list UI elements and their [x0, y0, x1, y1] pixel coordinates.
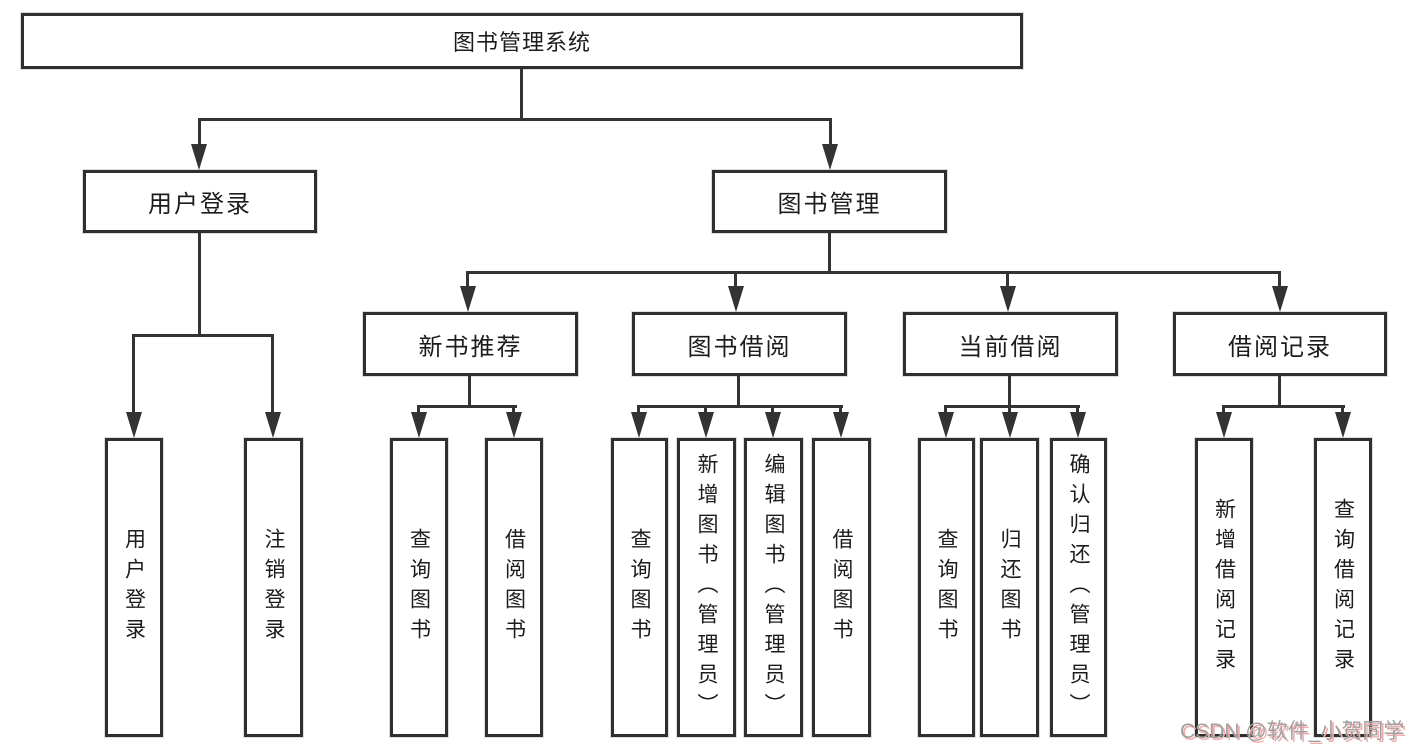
leaf-current-confirm-return-admin-label: 确认归还（管理员） — [1067, 452, 1090, 723]
connector-line — [1278, 376, 1281, 407]
leaf-borrow-add-books-admin-label: 新增图书（管理员） — [695, 452, 718, 723]
arrow-down-icon — [1216, 412, 1232, 438]
connector-line — [198, 118, 832, 121]
connector-line — [944, 405, 947, 415]
node-book-borrow: 图书借阅 — [632, 312, 847, 376]
arrow-down-icon — [728, 286, 744, 312]
leaf-records-add-record-label: 新增借阅记录 — [1212, 497, 1236, 678]
csdn-watermark: CSDN @软件_小贺同学 — [1180, 720, 1405, 743]
node-borrow-records: 借阅记录 — [1173, 312, 1387, 376]
node-book-management: 图书管理 — [712, 170, 947, 233]
leaf-logout: 注销登录 — [244, 438, 303, 737]
connector-line — [466, 271, 469, 289]
connector-line — [1278, 271, 1281, 289]
connector-line — [132, 334, 135, 414]
connector-line — [271, 334, 274, 414]
arrow-down-icon — [460, 286, 476, 312]
connector-line — [520, 69, 523, 120]
connector-line — [944, 405, 1080, 408]
node-current-borrow: 当前借阅 — [903, 312, 1118, 376]
arrow-down-icon — [265, 412, 281, 438]
leaf-borrow-add-books-admin: 新增图书（管理员） — [677, 438, 736, 737]
arrow-down-icon — [1002, 412, 1018, 438]
node-user-login: 用户登录 — [83, 170, 317, 233]
node-root: 图书管理系统 — [21, 13, 1023, 69]
leaf-user-login: 用户登录 — [105, 438, 163, 737]
leaf-logout-label: 注销登录 — [262, 527, 285, 648]
connector-line — [637, 405, 640, 415]
connector-line — [1222, 405, 1345, 408]
connector-line — [198, 118, 201, 148]
connector-line — [637, 405, 843, 408]
leaf-borrow-borrow-books: 借阅图书 — [812, 438, 871, 737]
node-root-label: 图书管理系统 — [452, 30, 591, 55]
connector-line — [771, 405, 774, 415]
arrow-down-icon — [1000, 286, 1016, 312]
leaf-borrow-edit-books-admin: 编辑图书（管理员） — [744, 438, 803, 737]
node-book-management-label: 图书管理 — [777, 191, 882, 218]
node-new-book-recommend-label: 新书推荐 — [418, 333, 523, 361]
leaf-records-query-record-label: 查询借阅记录 — [1331, 497, 1355, 678]
arrow-down-icon — [1272, 286, 1288, 312]
connector-line — [512, 405, 515, 415]
connector-line — [1006, 271, 1009, 289]
connector-line — [1008, 405, 1011, 415]
leaf-current-query-books: 查询图书 — [918, 438, 975, 737]
leaf-current-confirm-return-admin: 确认归还（管理员） — [1050, 438, 1107, 737]
leaf-recommend-query-books: 查询图书 — [390, 438, 448, 737]
connector-line — [829, 118, 832, 148]
connector-line — [1222, 405, 1225, 415]
leaf-recommend-borrow-books: 借阅图书 — [485, 438, 543, 737]
connector-line — [1076, 405, 1079, 415]
connector-line — [1341, 405, 1344, 415]
arrow-down-icon — [765, 412, 781, 438]
leaf-records-add-record: 新增借阅记录 — [1195, 438, 1253, 737]
arrow-down-icon — [411, 412, 427, 438]
arrow-down-icon — [631, 412, 647, 438]
connector-line — [132, 334, 274, 337]
node-borrow-records-label: 借阅记录 — [1228, 333, 1332, 361]
connector-line — [734, 271, 737, 289]
arrow-down-icon — [822, 144, 838, 170]
arrow-down-icon — [1070, 412, 1086, 438]
connector-line — [704, 405, 707, 415]
connector-line — [839, 405, 842, 415]
leaf-records-query-record: 查询借阅记录 — [1314, 438, 1372, 737]
connector-line — [466, 271, 1281, 274]
node-current-borrow-label: 当前借阅 — [958, 333, 1063, 361]
arrow-down-icon — [698, 412, 714, 438]
leaf-user-login-label: 用户登录 — [122, 527, 146, 648]
leaf-borrow-edit-books-admin-label: 编辑图书（管理员） — [762, 452, 785, 723]
node-user-login-label: 用户登录 — [148, 191, 252, 218]
node-book-borrow-label: 图书借阅 — [687, 333, 792, 361]
arrow-down-icon — [191, 144, 207, 170]
leaf-borrow-borrow-books-label: 借阅图书 — [830, 527, 853, 648]
arrow-down-icon — [1335, 412, 1351, 438]
arrow-down-icon — [506, 412, 522, 438]
connector-line — [737, 376, 740, 407]
connector-line — [417, 405, 420, 415]
connector-line — [1008, 376, 1011, 407]
connector-line — [828, 233, 831, 273]
leaf-recommend-query-books-label: 查询图书 — [407, 527, 431, 648]
leaf-current-query-books-label: 查询图书 — [935, 527, 958, 648]
node-new-book-recommend: 新书推荐 — [363, 312, 578, 376]
leaf-recommend-borrow-books-label: 借阅图书 — [502, 527, 526, 648]
connector-line — [468, 376, 471, 407]
leaf-borrow-query-books-label: 查询图书 — [628, 527, 651, 648]
connector-line — [417, 405, 517, 408]
arrow-down-icon — [833, 412, 849, 438]
leaf-current-return-books-label: 归还图书 — [998, 527, 1021, 648]
arrow-down-icon — [938, 412, 954, 438]
connector-line — [198, 233, 201, 336]
leaf-borrow-query-books: 查询图书 — [611, 438, 668, 737]
arrow-down-icon — [126, 412, 142, 438]
leaf-current-return-books: 归还图书 — [980, 438, 1039, 737]
